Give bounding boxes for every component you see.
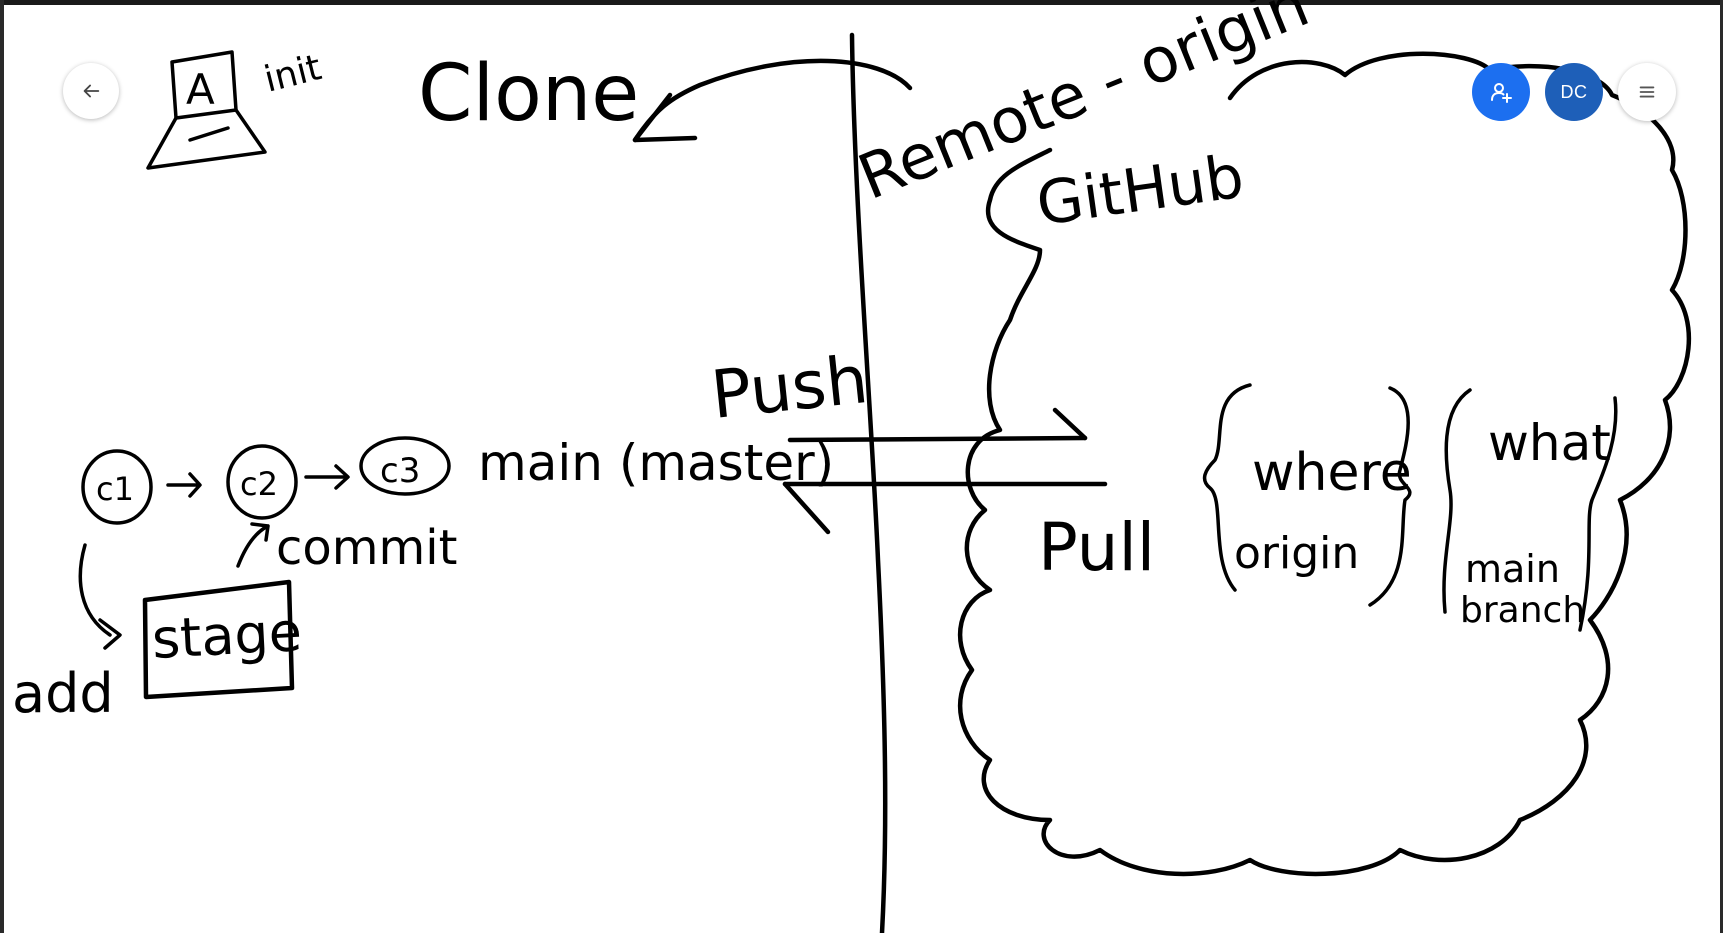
commit-node-c1 bbox=[81, 449, 153, 525]
window-left-edge bbox=[0, 0, 4, 933]
origin-label: origin bbox=[1234, 528, 1359, 579]
stage-label: stage bbox=[150, 600, 303, 671]
github-label: GitHub bbox=[1032, 142, 1248, 240]
commit-node-c3 bbox=[359, 436, 451, 496]
stage-box bbox=[142, 579, 295, 700]
window-right-edge bbox=[1720, 0, 1723, 933]
where-left-brace bbox=[1202, 383, 1252, 592]
commit-label: commit bbox=[276, 520, 457, 576]
clone-arrow bbox=[632, 58, 913, 143]
arrow-c1-c2 bbox=[166, 472, 202, 498]
local-remote-divider bbox=[849, 32, 888, 933]
what-right-brace bbox=[1578, 396, 1618, 632]
hamburger-menu-icon bbox=[1639, 86, 1655, 98]
where-right-brace bbox=[1368, 386, 1412, 607]
main-label: main bbox=[1465, 547, 1560, 591]
what-left-brace bbox=[1442, 388, 1472, 614]
laptop-icon: A bbox=[146, 50, 267, 170]
menu-button[interactable] bbox=[1618, 63, 1676, 121]
person-add-icon bbox=[1491, 83, 1512, 103]
arrow-c2-c3 bbox=[304, 464, 350, 490]
push-label: Push bbox=[708, 341, 872, 434]
branch-word-label: branch bbox=[1460, 590, 1585, 631]
clone-label: Clone bbox=[418, 49, 639, 139]
back-button[interactable] bbox=[63, 63, 119, 119]
commit-c2-label: c2 bbox=[240, 465, 278, 503]
commit-arrow bbox=[236, 522, 270, 568]
push-arrowhead bbox=[1052, 407, 1088, 441]
commit-c3-label: c3 bbox=[380, 451, 420, 491]
add-label: add bbox=[12, 662, 114, 725]
push-arrow bbox=[787, 435, 1088, 443]
window-top-edge bbox=[0, 0, 1723, 5]
pull-arrowhead bbox=[782, 481, 831, 535]
commit-node-c2 bbox=[226, 444, 298, 520]
where-label: where bbox=[1252, 443, 1412, 503]
laptop-letter: A bbox=[186, 65, 215, 114]
add-arrow bbox=[78, 543, 122, 650]
init-label: init bbox=[260, 47, 325, 101]
clone-arrowhead bbox=[632, 92, 698, 143]
user-avatar[interactable]: DC bbox=[1545, 63, 1603, 121]
remote-cloud bbox=[957, 51, 1692, 877]
what-label: what bbox=[1488, 414, 1611, 472]
arrow-left-icon bbox=[83, 84, 100, 98]
commit-c1-label: c1 bbox=[96, 470, 134, 508]
add-user-button[interactable] bbox=[1472, 63, 1530, 121]
branch-label: main (master) bbox=[478, 434, 834, 492]
pull-label: Pull bbox=[1038, 509, 1155, 586]
